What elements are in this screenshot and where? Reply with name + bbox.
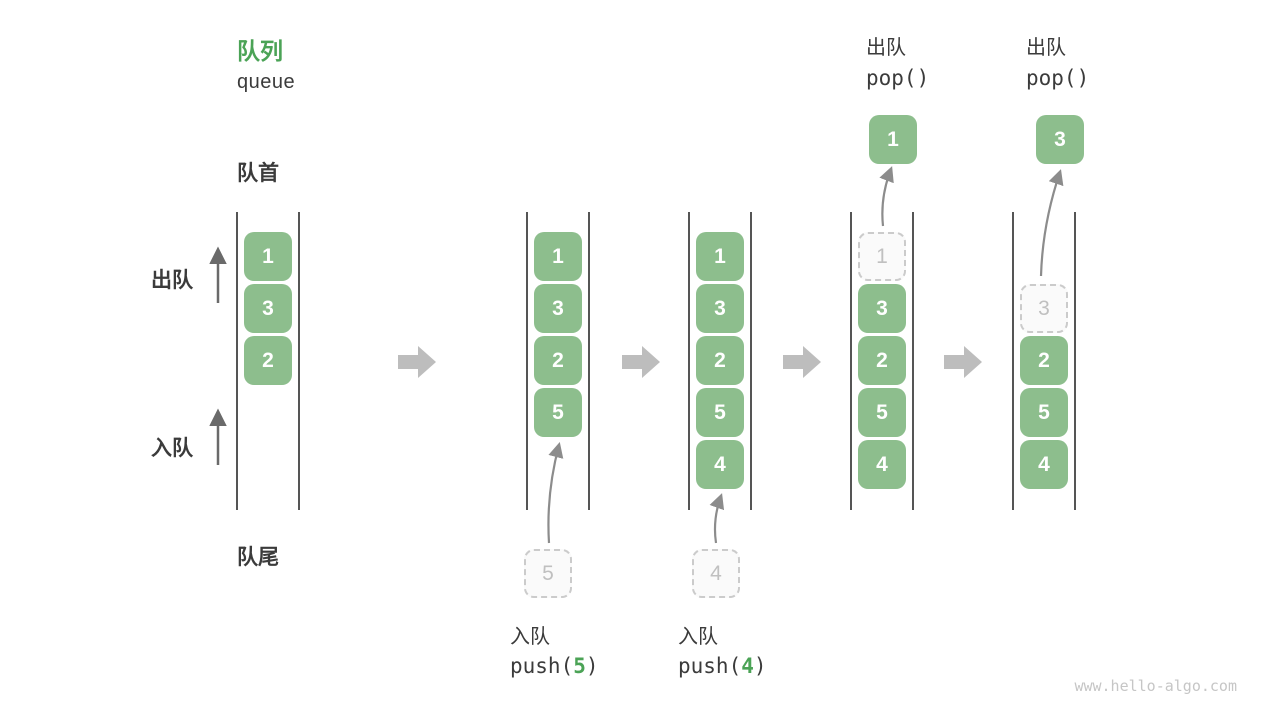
flow-arrow-icon xyxy=(783,346,821,378)
label-queue-front: 队首 xyxy=(237,162,279,185)
diagram-title-zh: 队列 xyxy=(237,38,283,64)
queue-column-line xyxy=(688,212,690,510)
label-dequeue: 出队 xyxy=(151,269,193,292)
pop-arrow-icon xyxy=(879,166,894,227)
push-arg: 5 xyxy=(573,654,586,678)
op-label-dequeue: 出队 xyxy=(1026,37,1066,59)
queue-item: 2 xyxy=(244,336,292,385)
queue-item: 3 xyxy=(534,284,582,333)
flow-arrow-icon xyxy=(398,346,436,378)
queue-item: 3 xyxy=(696,284,744,333)
queue-item: 4 xyxy=(1020,440,1068,489)
label-enqueue: 入队 xyxy=(151,437,193,460)
pop-result-item: 1 xyxy=(869,115,917,164)
queue-item: 2 xyxy=(858,336,906,385)
label-queue-rear: 队尾 xyxy=(237,546,279,569)
queue-item: 4 xyxy=(858,440,906,489)
op-code-pop: pop() xyxy=(1026,66,1090,90)
queue-item: 4 xyxy=(696,440,744,489)
queue-item-ghost: 3 xyxy=(1020,284,1068,333)
queue-column-line xyxy=(850,212,852,510)
queue-column-line xyxy=(236,212,238,510)
pop-result-item: 3 xyxy=(1036,115,1084,164)
queue-column-line xyxy=(298,212,300,510)
queue-item: 3 xyxy=(858,284,906,333)
push-arrow-icon xyxy=(547,442,564,544)
op-label-enqueue: 入队 xyxy=(678,626,718,648)
op-code-push: push(5) xyxy=(510,654,599,678)
flow-arrow-icon xyxy=(622,346,660,378)
queue-column-line xyxy=(588,212,590,510)
op-code-pop: pop() xyxy=(866,66,930,90)
flow-arrow-icon xyxy=(944,346,982,378)
queue-item: 3 xyxy=(244,284,292,333)
queue-item: 5 xyxy=(1020,388,1068,437)
queue-column-line xyxy=(1012,212,1014,510)
push-arrow-icon xyxy=(709,493,725,544)
queue-item: 5 xyxy=(534,388,582,437)
queue-column-line xyxy=(912,212,914,510)
queue-item: 2 xyxy=(534,336,582,385)
queue-item: 5 xyxy=(696,388,744,437)
watermark: www.hello-algo.com xyxy=(1074,677,1237,695)
op-label-enqueue: 入队 xyxy=(510,626,550,648)
queue-item: 1 xyxy=(244,232,292,281)
queue-column-line xyxy=(750,212,752,510)
push-ghost-item: 4 xyxy=(692,549,740,598)
queue-item: 2 xyxy=(696,336,744,385)
push-ghost-item: 5 xyxy=(524,549,572,598)
queue-item: 1 xyxy=(696,232,744,281)
queue-column-line xyxy=(1074,212,1076,510)
op-label-dequeue: 出队 xyxy=(866,37,906,59)
queue-item-ghost: 1 xyxy=(858,232,906,281)
queue-column-line xyxy=(526,212,528,510)
queue-item: 1 xyxy=(534,232,582,281)
diagram-title-en: queue xyxy=(237,71,296,93)
queue-item: 2 xyxy=(1020,336,1068,385)
pop-arrow-icon xyxy=(1039,169,1064,277)
op-code-push: push(4) xyxy=(678,654,767,678)
queue-item: 5 xyxy=(858,388,906,437)
push-arg: 4 xyxy=(741,654,754,678)
